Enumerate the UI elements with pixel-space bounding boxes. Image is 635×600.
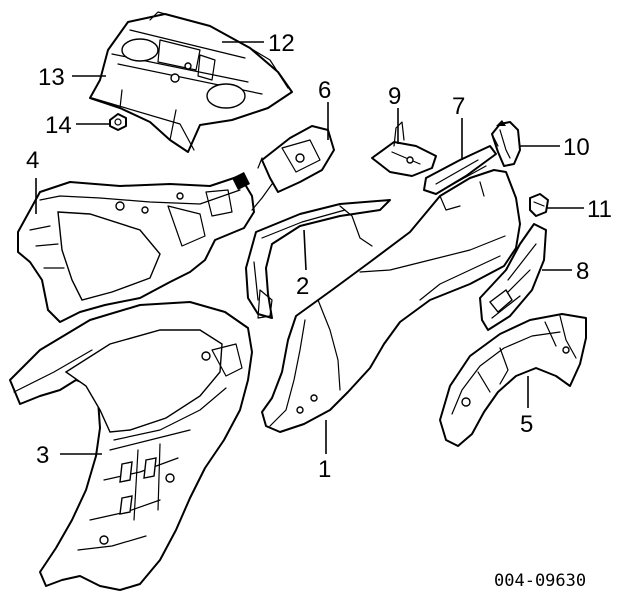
diagram-code: 004-09630 [494,571,586,591]
callout-11: 11 [587,196,612,223]
callout-1: 1 [318,456,331,483]
callout-12: 12 [268,30,295,57]
leader-2 [303,229,307,271]
callout-5: 5 [520,411,533,438]
callout-labels: 1 2 3 4 5 6 7 8 9 10 11 12 13 14 004-096… [26,30,612,591]
pillar-bracket [251,125,335,211]
callout-3: 3 [36,442,49,469]
callout-13: 13 [38,64,65,91]
callout-4: 4 [26,147,39,174]
callout-2: 2 [296,273,309,300]
retainer-clip [529,193,549,217]
rear-panel-extension [479,223,547,331]
small-bracket [371,121,437,177]
outer-wheelhouse [439,313,587,447]
wheelhouse-arch [245,199,391,319]
outer-quarter-panel [261,169,521,433]
filler-bracket [491,120,521,167]
callout-8: 8 [576,258,589,285]
body-side-aperture [9,301,253,591]
inner-quarter-panel [17,172,255,323]
clip-nut [109,113,127,131]
callout-14: 14 [45,112,72,139]
gutter-extension [423,145,497,195]
leader-lines [35,41,584,455]
rear-shelf-panel [89,11,293,153]
callout-9: 9 [388,83,401,110]
callout-7: 7 [452,93,465,120]
callout-6: 6 [318,77,331,104]
callout-10: 10 [563,134,590,161]
